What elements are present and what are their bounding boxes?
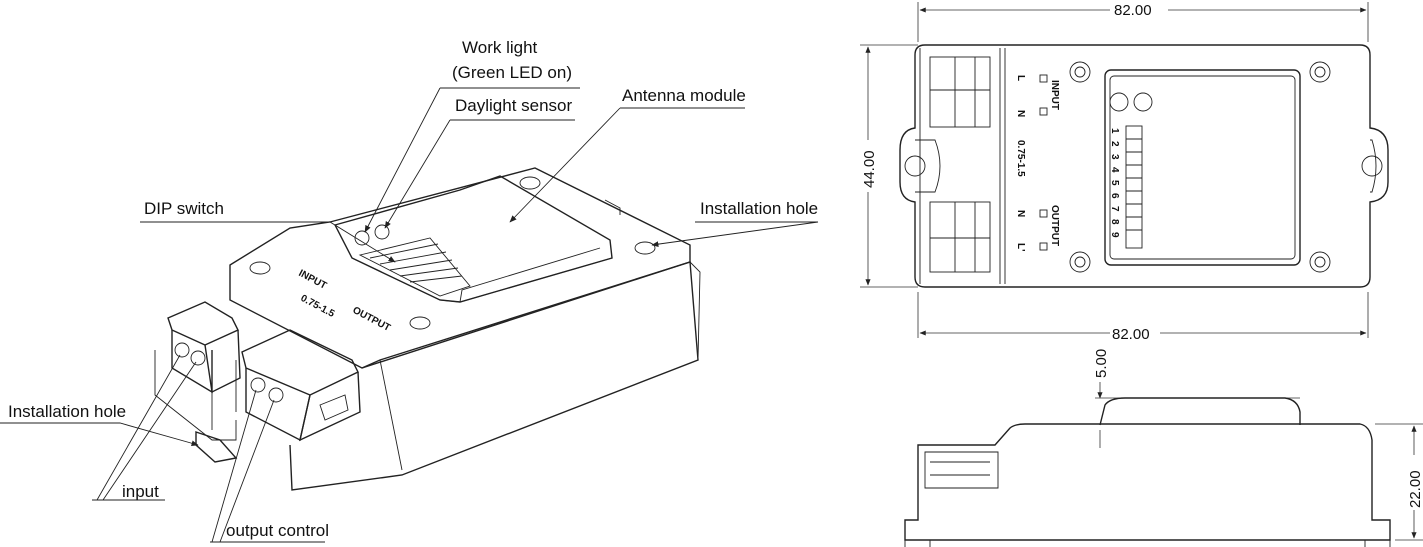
dip-switch-label: DIP switch	[144, 199, 224, 218]
dip-number: 8	[1109, 219, 1120, 225]
dip-number: 1	[1109, 128, 1120, 134]
top-n-marking: N	[1015, 110, 1026, 117]
mount-hole-br	[1309, 251, 1331, 273]
dim-height: 44.00	[861, 150, 878, 188]
dim-side-offset: 5.00	[1093, 349, 1110, 378]
top-l-marking: L	[1015, 75, 1026, 81]
top-n-out-marking: N	[1015, 210, 1026, 217]
top-view-sensor	[1133, 92, 1153, 112]
top-view-antenna-module	[1104, 69, 1301, 266]
iso-output-marking: OUTPUT	[351, 305, 392, 334]
isometric-view: INPUT OUTPUT 0.75-1.5	[154, 167, 701, 491]
dip-number: 6	[1109, 193, 1120, 199]
input-terminal-block	[154, 301, 241, 463]
dim-side-height: 22.00	[1407, 470, 1423, 508]
dip-number: 9	[1109, 232, 1120, 238]
input-label: input	[122, 482, 159, 501]
work-light-label-line1: Work light	[462, 38, 538, 57]
dip-number: 3	[1109, 154, 1120, 160]
top-view-output-terminals	[929, 201, 991, 273]
dip-numbers: 1 2 3 4 5 6 7 8 9	[1109, 128, 1120, 238]
top-wire-size-marking: 0.75-1.5	[1015, 140, 1026, 177]
mount-hole-bl	[1069, 251, 1091, 273]
installation-hole-right-iso	[634, 241, 656, 255]
dim-top-width: 82.00	[1114, 2, 1152, 19]
mount-hole-tl	[1069, 61, 1091, 83]
antenna-module-block	[333, 175, 613, 303]
device-top-face	[229, 167, 691, 369]
iso-wire-size-marking: 0.75-1.5	[299, 293, 337, 320]
dip-number: 2	[1109, 141, 1120, 147]
iso-input-marking: INPUT	[297, 268, 329, 292]
antenna-module-label: Antenna module	[622, 86, 746, 105]
installation-hole-right-label: Installation hole	[700, 199, 818, 218]
dip-number: 4	[1109, 167, 1120, 173]
top-input-marking: INPUT	[1049, 80, 1060, 110]
top-l-out-marking: L'	[1015, 243, 1026, 252]
work-light-led	[354, 230, 370, 246]
side-view-module	[1099, 397, 1301, 426]
top-view-led	[1109, 92, 1129, 112]
top-view-body	[899, 44, 1389, 288]
dip-switch-block	[358, 237, 471, 297]
daylight-sensor	[374, 224, 390, 240]
dip-number: 7	[1109, 206, 1120, 212]
top-view: 82.00 44.00	[860, 2, 1389, 343]
side-view: 5.00 22.00	[904, 349, 1423, 547]
device-front-face	[289, 261, 699, 491]
top-view-input-terminals	[929, 56, 991, 128]
top-output-marking: OUTPUT	[1049, 205, 1060, 246]
output-terminal-block	[235, 329, 361, 442]
side-view-body	[904, 423, 1391, 541]
output-control-label: output control	[226, 521, 329, 540]
top-view-dip-switch	[1125, 125, 1143, 249]
dim-bottom-width: 82.00	[1112, 326, 1150, 343]
callout-leaders	[0, 87, 819, 543]
mount-hole-tr	[1309, 61, 1331, 83]
dip-number: 5	[1109, 180, 1120, 186]
installation-hole-left-label: Installation hole	[8, 402, 126, 421]
daylight-sensor-label: Daylight sensor	[455, 96, 573, 115]
work-light-label-line2: (Green LED on)	[452, 63, 572, 82]
